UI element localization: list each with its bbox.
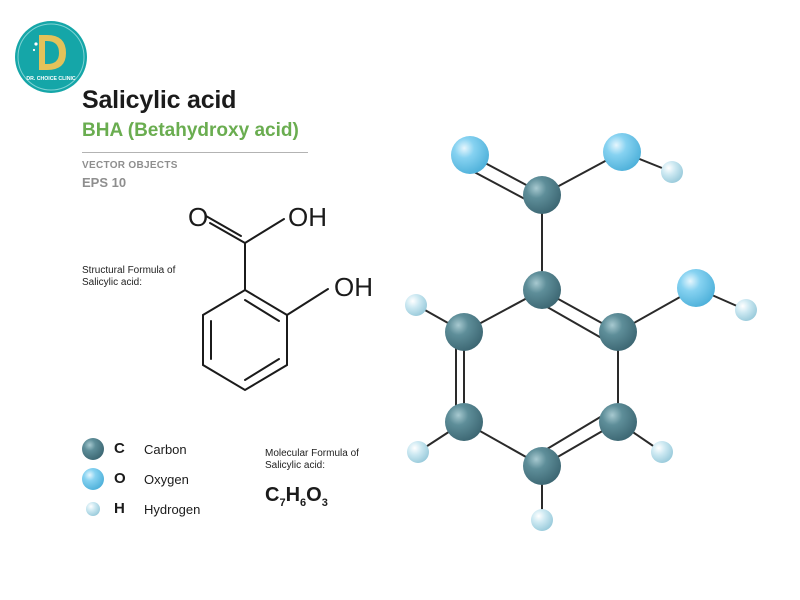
meta-vector-objects: VECTOR OBJECTS <box>82 160 178 171</box>
legend-name: Carbon <box>144 442 187 457</box>
oxygen-ball-icon <box>82 468 104 490</box>
legend-item-hydrogen: H Hydrogen <box>80 496 240 526</box>
structural-formula-caption: Structural Formula of Salicylic acid: <box>82 265 175 289</box>
phenol-bond <box>286 288 329 316</box>
carbon-atom <box>523 447 561 485</box>
legend-symbol: C <box>114 440 125 457</box>
caption-line: Salicylic acid: <box>82 277 143 288</box>
carbon-atom <box>523 271 561 309</box>
logo-letter-d-icon <box>39 35 66 70</box>
header-divider <box>82 152 308 153</box>
formula-oxygen-count: 3 <box>321 497 328 509</box>
hydrogen-ball-icon <box>86 502 100 516</box>
hydrogen-atom <box>531 509 553 531</box>
legend-symbol: H <box>114 500 125 517</box>
caption-line: Structural Formula of <box>82 265 176 276</box>
hydrogen-atom <box>405 294 427 316</box>
oxygen-atom <box>451 136 489 174</box>
logo-sparkle-icon <box>32 48 36 52</box>
atom-legend: C Carbon O Oxygen H Hydrogen <box>80 436 240 526</box>
carbon-atom <box>445 313 483 351</box>
hydrogen-atom <box>651 441 673 463</box>
molecule-3d-model <box>405 133 757 531</box>
carbon-atom <box>599 403 637 441</box>
legend-name: Oxygen <box>144 472 189 487</box>
page-title: Salicylic acid <box>82 86 237 114</box>
caption-line: Molecular Formula of <box>265 448 359 459</box>
carbon-atom <box>445 403 483 441</box>
oxygen-atom <box>603 133 641 171</box>
logo-badge <box>15 21 87 93</box>
carbon-ball-icon <box>82 438 104 460</box>
carboxyl-oh-label: OH <box>288 202 327 232</box>
hydrogen-atom <box>661 161 683 183</box>
formula-carbon: C <box>265 484 280 506</box>
carbonyl-oxygen-label: O <box>188 202 208 232</box>
ring-double-bond <box>244 358 280 381</box>
clinic-logo: DR. CHOICE CLINIC <box>15 21 87 93</box>
legend-item-carbon: C Carbon <box>80 436 240 466</box>
carbonyl-double-bond <box>205 215 242 237</box>
logo-sparkle-icon <box>34 42 38 46</box>
hydroxyl-bond <box>244 218 285 244</box>
logo-ring <box>17 23 85 91</box>
logo-text: DR. CHOICE CLINIC <box>26 76 76 82</box>
carbonyl-bond <box>209 222 246 244</box>
benzene-ring <box>202 288 288 392</box>
carbon-atom <box>599 313 637 351</box>
legend-symbol: O <box>114 470 126 487</box>
hydrogen-atom <box>735 299 757 321</box>
legend-name: Hydrogen <box>144 502 201 517</box>
molecular-formula: C7H6O3 <box>265 484 328 509</box>
page-subtitle: BHA (Betahydroxy acid) <box>82 120 299 141</box>
molecular-formula-caption: Molecular Formula of Salicylic acid: <box>265 448 359 472</box>
legend-item-oxygen: O Oxygen <box>80 466 240 496</box>
carbon-atom <box>523 176 561 214</box>
hydrogen-atom <box>407 441 429 463</box>
formula-carbon-count: 7 <box>279 497 286 509</box>
ring-double-bond <box>244 299 280 322</box>
formula-hydrogen-count: 6 <box>300 497 307 509</box>
structural-formula: O OH OH <box>188 202 373 392</box>
formula-hydrogen: H <box>285 484 301 506</box>
formula-oxygen: O <box>306 484 322 506</box>
oxygen-atom <box>677 269 715 307</box>
caption-line: Salicylic acid: <box>265 460 326 471</box>
phenol-oh-label: OH <box>334 272 373 302</box>
meta-eps: EPS 10 <box>82 175 127 190</box>
